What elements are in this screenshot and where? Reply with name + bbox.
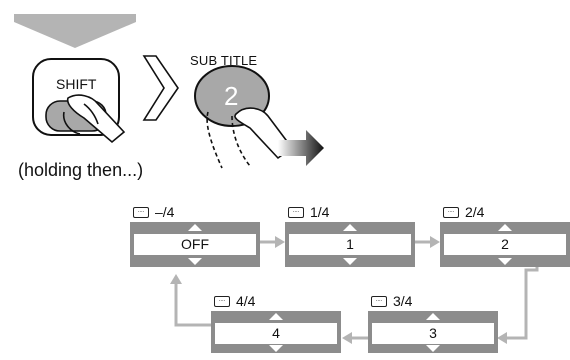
state-value: 1	[285, 234, 415, 255]
subtitle-icon: ....	[288, 207, 304, 218]
subtitle-icon: ....	[443, 207, 459, 218]
finger-icon	[62, 94, 126, 144]
holding-caption: (holding then...)	[18, 160, 144, 180]
down-triangle-icon	[269, 345, 283, 352]
state-value: OFF	[130, 234, 260, 255]
connectors	[174, 240, 539, 340]
shift-label: SHIFT	[56, 76, 97, 92]
state-3: .... 3/4 3	[368, 292, 498, 353]
subtitle-icon: ....	[133, 207, 149, 218]
up-triangle-icon	[343, 224, 357, 231]
motion-arrow-icon	[278, 130, 324, 166]
state-value: 2	[440, 234, 570, 255]
state-header: 2/4	[465, 204, 485, 220]
state-header: 3/4	[393, 293, 413, 309]
subtitle-button-number: 2	[224, 81, 238, 111]
state-4: .... 4/4 4	[211, 292, 341, 353]
down-triangle-icon	[498, 258, 512, 265]
up-triangle-icon	[269, 313, 283, 320]
connector-heads	[170, 236, 507, 344]
down-triangle-icon	[188, 258, 202, 265]
up-triangle-icon	[188, 224, 202, 231]
down-arrow-stem	[14, 14, 136, 22]
next-step-arrow-icon	[142, 55, 179, 121]
state-off: .... –/4 OFF	[130, 203, 260, 267]
down-triangle-icon	[343, 258, 357, 265]
state-1: .... 1/4 1	[285, 203, 415, 267]
subtitle-label: SUB TITLE	[190, 53, 258, 68]
state-header: 4/4	[236, 293, 256, 309]
subtitle-icon: ....	[371, 296, 387, 307]
subtitle-icon: ....	[214, 296, 230, 307]
state-value: 4	[211, 323, 341, 344]
up-triangle-icon	[426, 313, 440, 320]
state-header: –/4	[155, 204, 175, 220]
state-2: .... 2/4 2	[440, 203, 570, 267]
up-triangle-icon	[498, 224, 512, 231]
state-header: 1/4	[310, 204, 330, 220]
down-arrow-icon	[14, 22, 136, 48]
down-triangle-icon	[426, 345, 440, 352]
state-value: 3	[368, 323, 498, 344]
